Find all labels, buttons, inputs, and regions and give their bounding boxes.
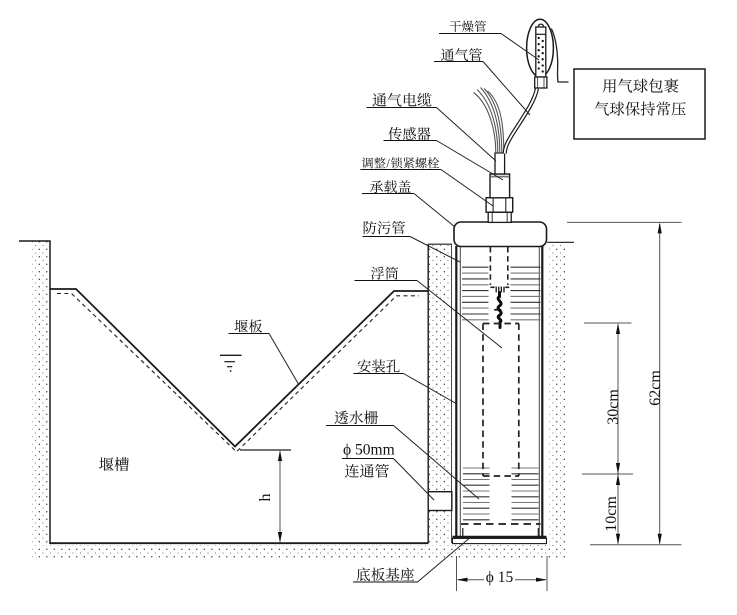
svg-text:10cm: 10cm — [603, 496, 620, 532]
svg-text:/: / — [386, 157, 390, 171]
svg-text:h: h — [257, 494, 274, 502]
svg-text:62cm: 62cm — [647, 370, 664, 406]
svg-text:30cm: 30cm — [605, 389, 622, 425]
svg-text:ϕ 50mm: ϕ 50mm — [343, 442, 395, 459]
svg-text:ϕ 15: ϕ 15 — [486, 569, 514, 586]
